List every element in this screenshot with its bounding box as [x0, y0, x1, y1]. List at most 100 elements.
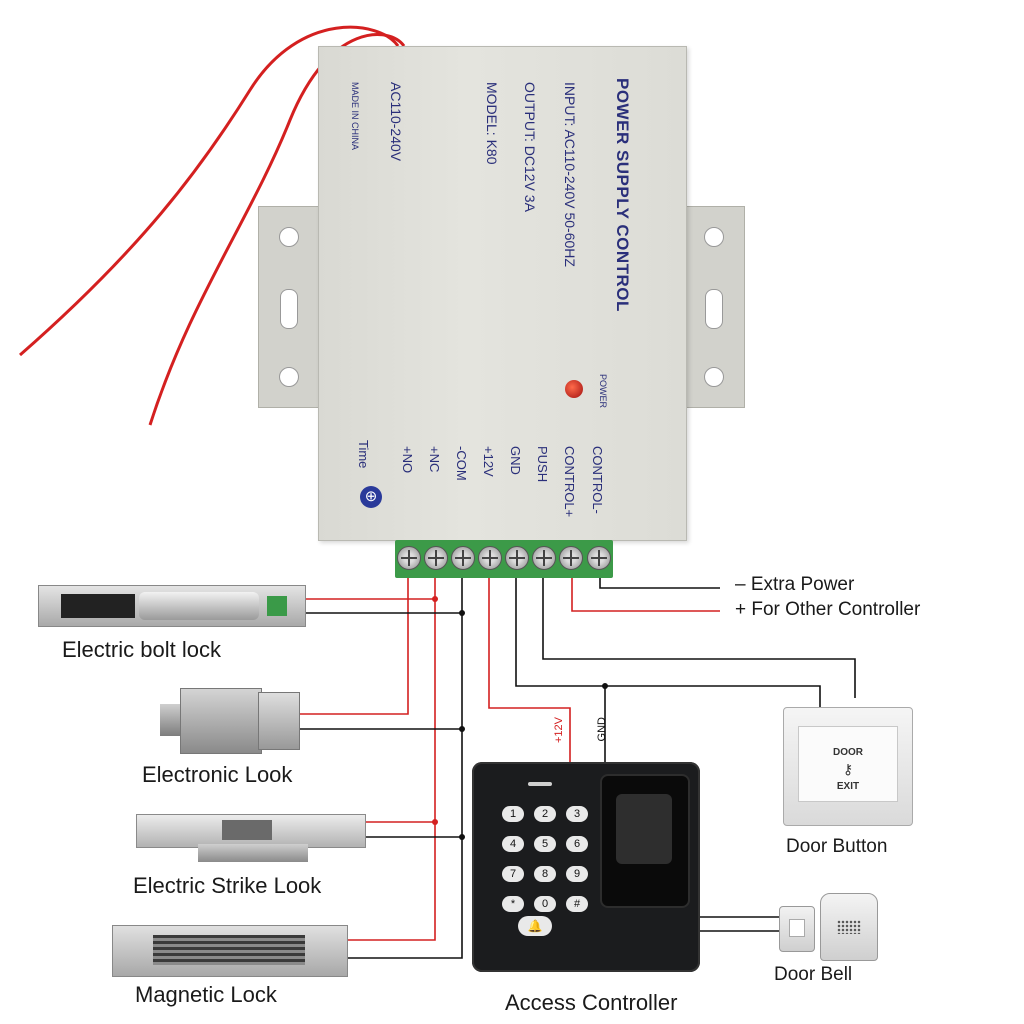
- keypad-key[interactable]: 2: [534, 806, 556, 822]
- strike-housing: [198, 844, 308, 862]
- terminal-screw-control-plus: [559, 546, 583, 570]
- door-exit-button[interactable]: DOOR ⚷ EXIT: [783, 707, 913, 826]
- terminal-screw-com: [451, 546, 475, 570]
- electronic-lock-body: [180, 688, 262, 754]
- wire-push: [542, 566, 856, 698]
- door-button-text-top: DOOR: [833, 747, 863, 758]
- keypad-key[interactable]: 3: [566, 806, 588, 822]
- status-led-bar: [528, 782, 552, 786]
- wire-gnd-button: [515, 566, 821, 708]
- door-bell-switch[interactable]: [779, 906, 815, 952]
- mains-lead-red-1: [19, 25, 400, 357]
- keyhole-slot: [705, 289, 723, 329]
- mains-lead-red-2: [148, 33, 406, 426]
- keypad-key[interactable]: 9: [566, 866, 588, 882]
- electronic-lock-label: Electronic Look: [142, 762, 293, 787]
- mounting-bracket-left: [258, 206, 320, 408]
- keypad-key[interactable]: 0: [534, 896, 556, 912]
- terminal-screw-12v: [478, 546, 502, 570]
- wire-no-rail: [300, 566, 409, 715]
- mount-hole: [704, 227, 724, 247]
- wire-control-minus: [599, 566, 720, 589]
- door-button-text-bottom: EXIT: [836, 781, 860, 792]
- terminal-label-com: -COM: [454, 446, 469, 481]
- power-led-label: POWER: [598, 374, 608, 409]
- wire-tag-12v: +12V: [553, 717, 565, 743]
- keypad-key[interactable]: 6: [566, 836, 588, 852]
- mounting-bracket-right: [683, 206, 745, 408]
- electric-strike-lock: [136, 810, 366, 862]
- terminal-screw-no: [397, 546, 421, 570]
- junction-com-2: [459, 726, 465, 732]
- keypad-key[interactable]: 1: [502, 806, 524, 822]
- electronic-lock: [160, 686, 300, 756]
- mount-hole: [704, 367, 724, 387]
- power-led-icon: [565, 380, 583, 398]
- bolt-lock-label: Electric bolt lock: [62, 637, 221, 662]
- terminal-label-control-minus: CONTROL-: [590, 446, 605, 514]
- wire-nc-rail: [346, 566, 436, 941]
- keypad-key[interactable]: 8: [534, 866, 556, 882]
- bolt-terminal-board: [267, 596, 287, 616]
- electronic-lock-cap: [258, 692, 300, 750]
- junction-nc-1: [432, 596, 438, 602]
- terminal-label-gnd: GND: [508, 446, 523, 475]
- junction-nc-2: [432, 819, 438, 825]
- bell-speaker-grill: [837, 920, 861, 934]
- time-label: Time: [356, 440, 371, 469]
- strike-lock-label: Electric Strike Look: [133, 873, 322, 898]
- keyhole-slot: [280, 289, 298, 329]
- bell-key-icon[interactable]: 🔔: [518, 916, 552, 936]
- wire-com-rail: [346, 566, 463, 959]
- keypad-key[interactable]: #: [566, 896, 588, 912]
- electric-bolt-lock: [38, 585, 306, 627]
- junction-gnd: [602, 683, 608, 689]
- extra-power-label: – Extra Power: [735, 574, 855, 595]
- keypad-key[interactable]: 7: [502, 866, 524, 882]
- terminal-label-no: +NO: [400, 446, 415, 474]
- door-bell-label: Door Bell: [774, 964, 853, 985]
- timer-knob-icon: ⊕: [360, 486, 382, 508]
- terminal-screw-control-minus: [587, 546, 611, 570]
- mount-hole: [279, 227, 299, 247]
- psu-title: POWER SUPPLY CONTROL: [613, 78, 632, 312]
- terminal-label-control-plus: CONTROL+: [562, 446, 577, 518]
- psu-output-spec: OUTPUT: DC12V 3A: [522, 82, 538, 212]
- terminal-block: [395, 540, 613, 578]
- wire-control-plus: [571, 566, 720, 612]
- door-bell-unit: [820, 893, 878, 961]
- strike-latch-cutout: [222, 820, 272, 840]
- wire-plus12: [488, 566, 571, 762]
- door-button-face[interactable]: DOOR ⚷ EXIT: [798, 726, 898, 802]
- psu-model: MODEL: K80: [484, 82, 500, 165]
- junction-com-1: [459, 610, 465, 616]
- psu-input-spec: INPUT: AC110-240V 50-60HZ: [562, 82, 578, 267]
- terminal-screw-gnd: [505, 546, 529, 570]
- bolt-lock-label-plate: [61, 594, 135, 618]
- bell-push-button[interactable]: [789, 919, 805, 937]
- access-controller: 1 2 3 4 5 6 7 8 9 * 0 # 🔔: [472, 762, 700, 972]
- terminal-screw-nc: [424, 546, 448, 570]
- keypad-key[interactable]: 5: [534, 836, 556, 852]
- terminal-label-12v: +12V: [481, 446, 496, 477]
- bolt-cylinder: [139, 592, 259, 620]
- terminal-label-nc: +NC: [427, 446, 442, 473]
- magnetic-lock: [112, 925, 348, 977]
- terminal-screw-push: [532, 546, 556, 570]
- psu-ac-rating: AC110-240V: [388, 82, 404, 162]
- other-controller-label: + For Other Controller: [735, 599, 921, 620]
- keypad-key[interactable]: 4: [502, 836, 524, 852]
- wire-tag-gnd: GND: [596, 717, 608, 742]
- fingerprint-window: [600, 774, 690, 908]
- junction-com-3: [459, 834, 465, 840]
- power-supply-box: [318, 46, 687, 541]
- key-icon: ⚷: [842, 761, 854, 777]
- magnetic-lock-label: Magnetic Lock: [135, 982, 277, 1007]
- magnetic-lock-coil: [153, 935, 305, 965]
- terminal-label-push: PUSH: [535, 446, 550, 483]
- fingerprint-sensor-icon[interactable]: [616, 794, 672, 864]
- keypad-key[interactable]: *: [502, 896, 524, 912]
- psu-made-in: MADE IN CHINA: [350, 82, 360, 151]
